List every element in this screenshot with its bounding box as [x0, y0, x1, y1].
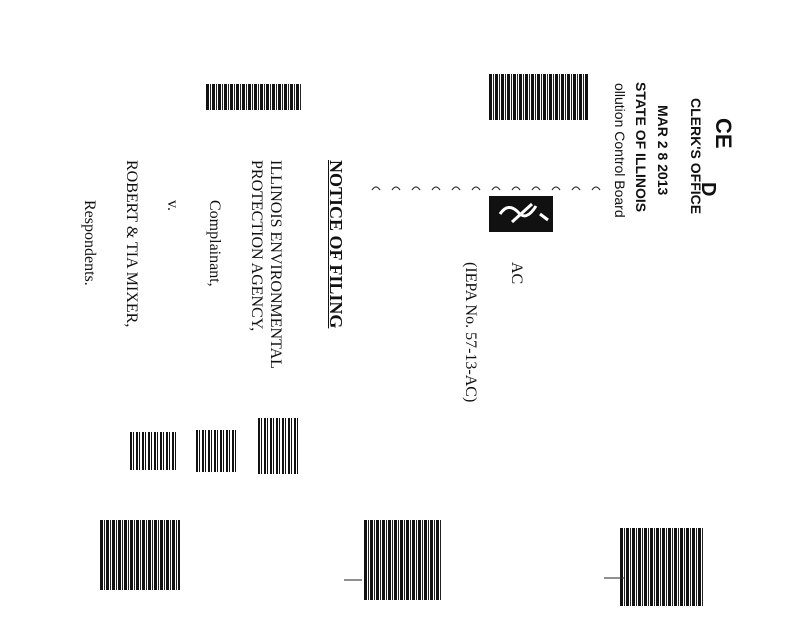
- redaction-block: [258, 418, 300, 474]
- complainant-name-line2: PROTECTION AGENCY,: [248, 160, 265, 332]
- respondent-name: ROBERT & TIA MIXER,: [123, 160, 140, 328]
- iepa-number: (IEPA No. 57-13-AC): [462, 262, 479, 403]
- versus-label: v.: [164, 200, 181, 211]
- notice-title: NOTICE OF FILING: [326, 160, 346, 329]
- complainant-name-line1: ILLINOIS ENVIRONMENTAL: [267, 160, 284, 369]
- redaction-block: [206, 84, 302, 110]
- respondent-role: Respondents.: [81, 200, 98, 286]
- redaction-block: [100, 520, 180, 590]
- redaction-block: [364, 520, 442, 600]
- redaction-block: [489, 74, 589, 120]
- redaction-block: [620, 528, 704, 606]
- complainant-role: Complainant,: [206, 200, 223, 287]
- redaction-block: [130, 432, 176, 470]
- case-code: AC: [508, 262, 525, 285]
- redaction-block: [196, 430, 238, 472]
